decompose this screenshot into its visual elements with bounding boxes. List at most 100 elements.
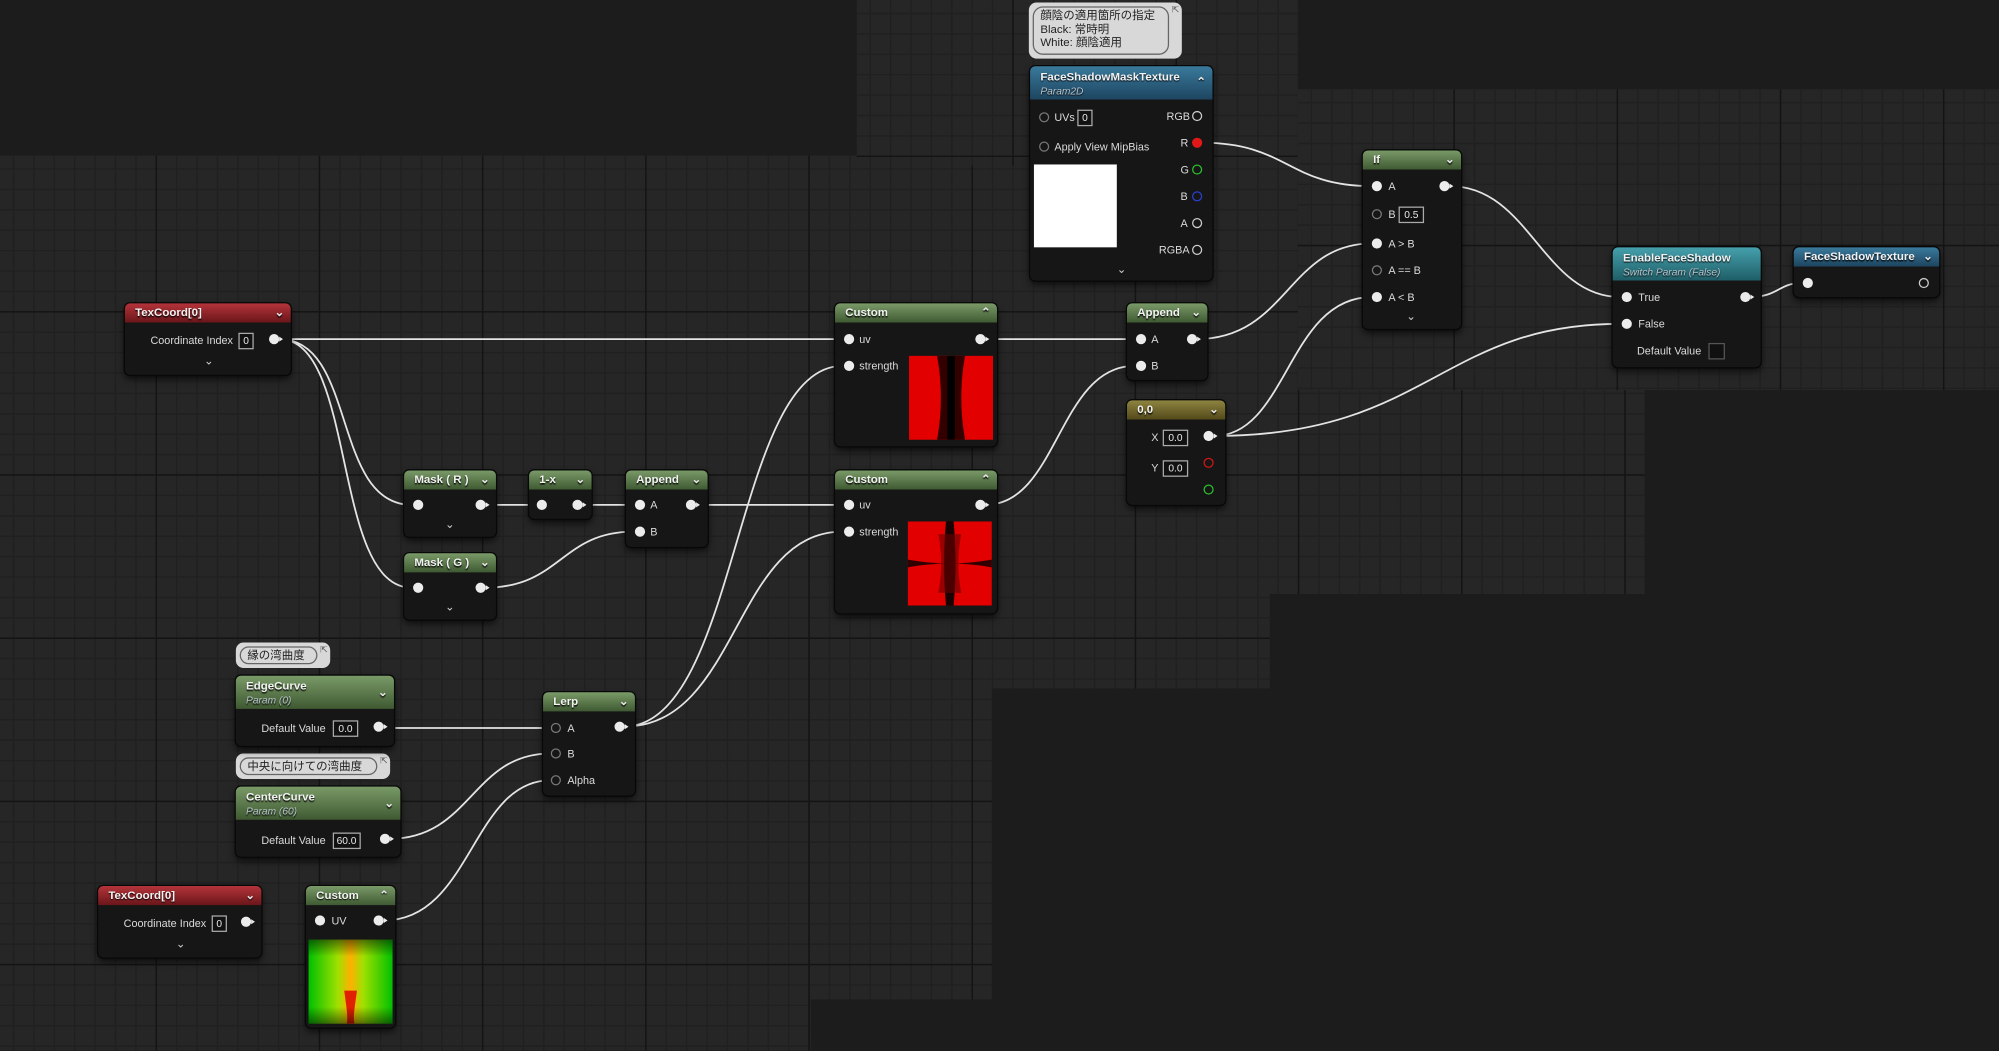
output-pin[interactable] bbox=[1203, 430, 1218, 442]
collapse-arrow-icon[interactable]: ⌃ bbox=[980, 472, 991, 486]
input-pin-gt[interactable] bbox=[1371, 238, 1382, 249]
input-pin-strength[interactable] bbox=[843, 360, 855, 371]
node-header[interactable]: 1-x⌄ bbox=[529, 470, 592, 490]
default-value-checkbox[interactable] bbox=[1708, 342, 1725, 360]
input-pin-eq[interactable] bbox=[1371, 265, 1382, 276]
node-header[interactable]: Custom⌃ bbox=[305, 886, 396, 906]
node-append-right[interactable]: Append⌄ A B bbox=[1127, 303, 1208, 380]
b-value-field[interactable]: 0.5 bbox=[1398, 206, 1425, 224]
chevron-down-icon[interactable]: ⌄ bbox=[1209, 402, 1219, 416]
output-pin[interactable] bbox=[373, 721, 388, 732]
input-pin-a[interactable] bbox=[634, 499, 646, 510]
output-pin[interactable] bbox=[1439, 181, 1454, 192]
output-pin-r[interactable] bbox=[1203, 457, 1214, 468]
input-pin-uv[interactable] bbox=[314, 915, 326, 926]
output-pin[interactable] bbox=[240, 916, 255, 927]
node-mask-g[interactable]: Mask ( G )⌄ ⌄ bbox=[404, 553, 496, 620]
collapse-arrow-icon[interactable]: ⌃ bbox=[980, 305, 991, 319]
collapse-arrow-icon[interactable]: ⌃ bbox=[1196, 75, 1207, 88]
node-header[interactable]: Custom⌃ bbox=[835, 470, 997, 490]
output-pin[interactable] bbox=[975, 499, 990, 510]
node-custom-mid[interactable]: Custom⌃ uv strength bbox=[835, 470, 997, 614]
node-header[interactable]: Mask ( G )⌄ bbox=[404, 553, 496, 573]
input-pin-b[interactable] bbox=[634, 526, 646, 537]
input-pin-a[interactable] bbox=[1135, 334, 1147, 345]
input-pin-a[interactable] bbox=[1371, 181, 1382, 192]
input-pin[interactable] bbox=[536, 499, 547, 510]
output-pin[interactable] bbox=[269, 334, 284, 345]
output-pin[interactable] bbox=[1740, 291, 1755, 303]
uvs-field[interactable]: 0 bbox=[1077, 109, 1093, 127]
output-pin[interactable] bbox=[475, 499, 490, 510]
output-pin[interactable] bbox=[373, 915, 388, 926]
input-pin-b[interactable] bbox=[1135, 360, 1147, 371]
input-pin-uv[interactable] bbox=[843, 499, 855, 510]
chevron-down-icon[interactable]: ⌄ bbox=[1923, 249, 1933, 263]
node-header[interactable]: TexCoord[0]⌄ bbox=[124, 303, 291, 323]
output-pin-g[interactable] bbox=[1203, 484, 1214, 495]
node-header[interactable]: Append⌄ bbox=[625, 470, 708, 490]
chevron-down-icon[interactable]: ⌄ bbox=[618, 694, 629, 708]
chevron-down-icon[interactable]: ⌄ bbox=[1191, 305, 1201, 319]
node-texcoord-bottom[interactable]: TexCoord[0]⌄ Coordinate Index 0 ⌄ bbox=[98, 886, 262, 958]
input-pin-b[interactable] bbox=[550, 748, 561, 759]
input-pin-alpha[interactable] bbox=[550, 775, 561, 786]
node-header[interactable]: TexCoord[0]⌄ bbox=[98, 886, 262, 906]
output-pin-g[interactable] bbox=[1192, 164, 1203, 175]
node-header[interactable]: Mask ( R )⌄ bbox=[404, 470, 496, 490]
output-pin-rgb[interactable] bbox=[1192, 110, 1203, 122]
node-mask-r[interactable]: Mask ( R )⌄ ⌄ bbox=[404, 470, 496, 537]
output-pin-r[interactable] bbox=[1192, 137, 1203, 148]
input-pin[interactable] bbox=[413, 499, 424, 510]
input-pin-mipbias[interactable] bbox=[1039, 141, 1050, 152]
output-pin[interactable] bbox=[475, 582, 490, 593]
output-pin-rgba[interactable] bbox=[1192, 244, 1203, 255]
coord-index-field[interactable]: 0 bbox=[211, 915, 227, 932]
input-pin-uv[interactable] bbox=[843, 334, 855, 345]
input-pin-a[interactable] bbox=[550, 722, 561, 734]
node-header[interactable]: Lerp⌄ bbox=[543, 692, 635, 712]
input-pin-strength[interactable] bbox=[843, 526, 855, 537]
expand-chevron-icon[interactable]: ⌄ bbox=[203, 354, 214, 368]
chevron-down-icon[interactable]: ⌄ bbox=[479, 472, 490, 486]
output-pin[interactable] bbox=[685, 499, 700, 510]
expand-chevron-icon[interactable]: ⌄ bbox=[1406, 309, 1416, 323]
node-header[interactable]: Custom⌃ bbox=[835, 303, 997, 323]
x-value-field[interactable]: 0.0 bbox=[1162, 429, 1189, 447]
output-pin[interactable] bbox=[1918, 277, 1929, 289]
node-custom-top[interactable]: Custom⌃ uv strength bbox=[835, 303, 997, 447]
chevron-down-icon[interactable]: ⌄ bbox=[377, 685, 388, 699]
node-custom-bottom[interactable]: Custom⌃ UV bbox=[305, 886, 396, 1028]
default-value-field[interactable]: 60.0 bbox=[332, 832, 361, 850]
output-pin[interactable] bbox=[1186, 334, 1201, 345]
node-header[interactable]: 0,0⌄ bbox=[1127, 400, 1226, 420]
node-append-left[interactable]: Append⌄ A B bbox=[625, 470, 708, 547]
node-header[interactable]: Append⌄ bbox=[1127, 303, 1208, 323]
pin-comment-icon[interactable]: ⇱ bbox=[320, 646, 328, 656]
node-one-minus-x[interactable]: 1-x⌄ bbox=[529, 470, 592, 519]
output-pin[interactable] bbox=[975, 334, 990, 345]
expand-chevron-icon[interactable]: ⌄ bbox=[1116, 262, 1127, 276]
chevron-down-icon[interactable]: ⌄ bbox=[479, 555, 490, 569]
input-pin-uvs[interactable] bbox=[1039, 112, 1050, 123]
input-pin-true[interactable] bbox=[1621, 291, 1632, 303]
coord-index-field[interactable]: 0 bbox=[238, 332, 254, 350]
pin-comment-icon[interactable]: ⇱ bbox=[1171, 6, 1180, 16]
expand-chevron-icon[interactable]: ⌄ bbox=[175, 937, 186, 950]
input-pin-lt[interactable] bbox=[1371, 291, 1382, 303]
pin-comment-icon[interactable]: ⇱ bbox=[380, 757, 388, 767]
input-pin[interactable] bbox=[1802, 277, 1813, 289]
expand-chevron-icon[interactable]: ⌄ bbox=[444, 517, 455, 531]
input-pin-false[interactable] bbox=[1621, 318, 1632, 329]
chevron-down-icon[interactable]: ⌄ bbox=[274, 305, 285, 319]
node-header[interactable]: If⌄ bbox=[1362, 150, 1462, 170]
node-output[interactable]: FaceShadowTexture⌄ bbox=[1793, 247, 1940, 298]
